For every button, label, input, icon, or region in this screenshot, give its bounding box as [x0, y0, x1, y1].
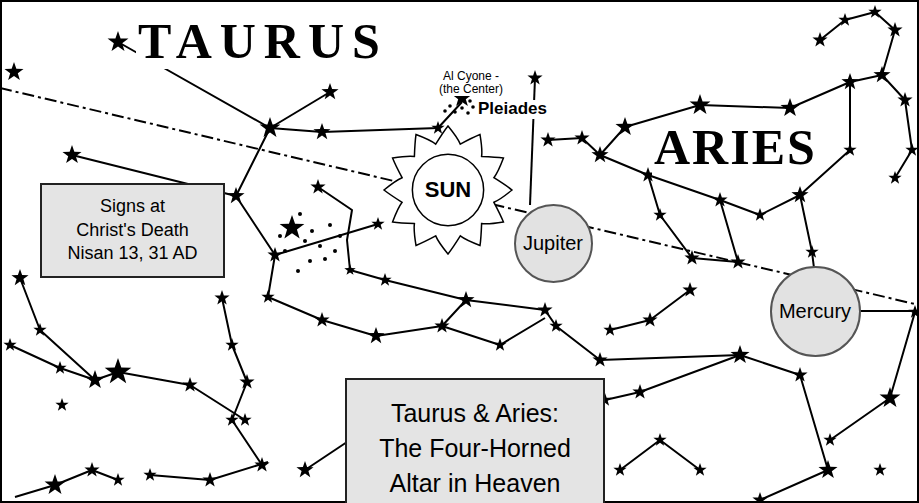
cluster-name: Pleiades: [476, 100, 549, 119]
circle-label: Jupiter: [523, 231, 583, 255]
star-name: Al Cyone - (the Center): [430, 70, 512, 96]
title-box: Taurus & Aries: The Four-Horned Altar in…: [345, 378, 605, 503]
box-text: Taurus & Aries: The Four-Horned Altar in…: [373, 396, 578, 501]
circle-label: SUN: [425, 177, 471, 203]
label-holder: TAURUS: [136, 14, 390, 69]
label-holder: ARIES: [652, 120, 819, 175]
label-holder: Pleiades: [476, 100, 549, 119]
box-text: Nisan 13, 31 AD: [67, 242, 197, 265]
sun-symbol: SUN: [382, 124, 514, 256]
info-box: Signs at Christ's DeathNisan 13, 31 AD: [40, 183, 225, 278]
box-text: Signs at Christ's Death: [70, 195, 195, 242]
planet-circle: Mercury: [770, 266, 861, 357]
constellation-name: ARIES: [652, 120, 819, 175]
planet-circle: Jupiter: [514, 204, 593, 283]
circle-label: Mercury: [779, 299, 851, 323]
constellation-name: TAURUS: [136, 14, 390, 69]
label-holder: Al Cyone - (the Center): [430, 70, 512, 97]
